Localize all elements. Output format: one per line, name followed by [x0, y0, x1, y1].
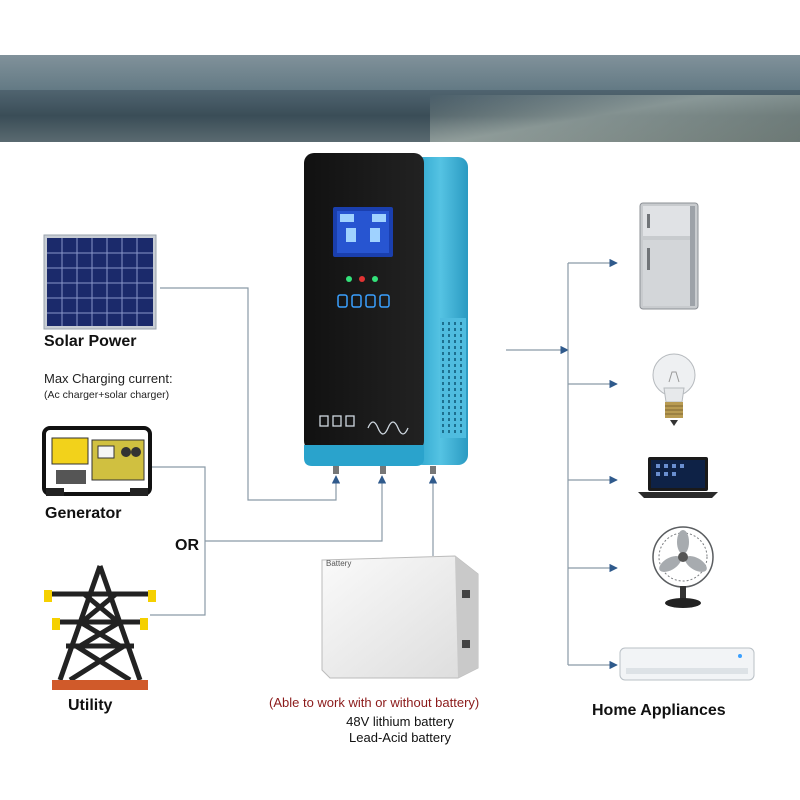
charging-note: (Ac charger+solar charger) [44, 389, 170, 401]
generator-icon [42, 426, 152, 496]
utility-tower-icon [44, 565, 156, 690]
inverter-unit [304, 153, 468, 474]
refrigerator-icon [639, 202, 699, 310]
battery-tag: Battery [326, 559, 352, 568]
input-connections [150, 287, 438, 616]
lead-acid-battery-label: Lead-Acid battery [349, 730, 451, 745]
landscape-banner [0, 55, 800, 142]
or-label: OR [175, 537, 199, 554]
charging-title: Max Charging current: [44, 371, 173, 386]
light-bulb-icon [652, 353, 696, 426]
battery-note: (Able to work with or without battery) [269, 695, 480, 710]
utility-label: Utility [68, 697, 113, 714]
ac-input-line [205, 475, 387, 542]
solar-panel-icon [43, 234, 157, 330]
fan-icon [652, 526, 714, 608]
sky-band [0, 55, 800, 90]
solar-power-label: Solar Power [44, 333, 137, 350]
air-conditioner-icon [619, 647, 755, 681]
shoreline [430, 95, 800, 142]
battery-unit [321, 555, 479, 679]
solar-line [160, 287, 341, 501]
laptop-icon [638, 457, 718, 498]
generator-label: Generator [45, 505, 122, 522]
home-appliances-label: Home Appliances [592, 702, 726, 719]
output-connections [506, 258, 618, 670]
lithium-battery-label: 48V lithium battery [346, 714, 454, 729]
